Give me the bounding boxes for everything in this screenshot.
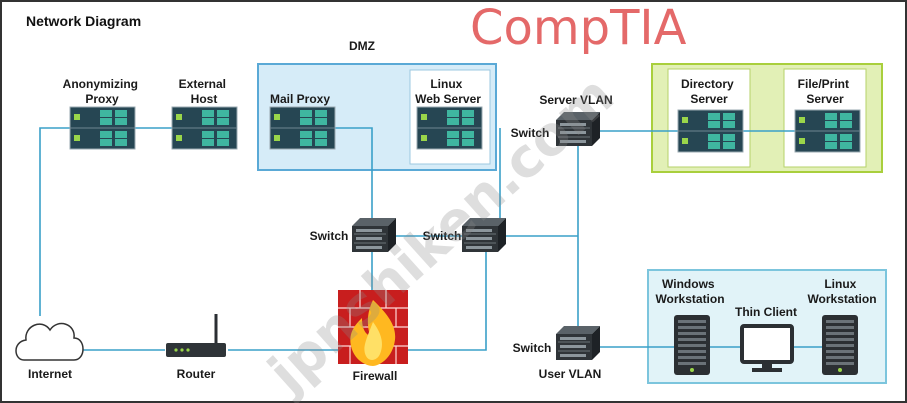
server-vlan-label: Server VLAN bbox=[539, 93, 612, 107]
cloud-icon bbox=[15, 322, 84, 361]
windows-workstation-icon bbox=[674, 315, 710, 375]
monitor-icon bbox=[740, 324, 794, 372]
mail-proxy-label: Mail Proxy bbox=[270, 92, 330, 106]
external-host-label: External Host bbox=[179, 77, 230, 106]
linux-workstation-label: Linux Workstation bbox=[807, 277, 876, 306]
firewall-label: Firewall bbox=[353, 369, 398, 383]
thin-client-label: Thin Client bbox=[735, 305, 797, 319]
directory-server-icon bbox=[677, 109, 744, 153]
firewall-icon bbox=[338, 290, 408, 366]
file-print-server-label: File/Print Server bbox=[798, 77, 853, 106]
windows-workstation-label: Windows Workstation bbox=[655, 277, 724, 306]
router-label: Router bbox=[177, 367, 216, 381]
link-mailproxy-switch bbox=[335, 127, 373, 218]
server-vlan-switch-label: Switch bbox=[511, 126, 550, 140]
diagram-title: Network Diagram bbox=[26, 13, 141, 29]
router-icon bbox=[166, 314, 226, 357]
anonymizing-proxy-label: Anonymizing Proxy bbox=[63, 77, 142, 106]
switch-right-label: Switch bbox=[423, 229, 462, 243]
user-vlan-label: User VLAN bbox=[539, 367, 602, 381]
linux-workstation-icon bbox=[822, 315, 858, 375]
external-host-server-icon bbox=[171, 106, 238, 150]
link-internet-proxy bbox=[39, 127, 70, 316]
user-vlan-switch-icon bbox=[555, 325, 601, 361]
mail-proxy-server-icon bbox=[269, 106, 336, 150]
directory-server-label: Directory Server bbox=[681, 77, 737, 106]
comptia-logo: CompTIA bbox=[470, 0, 687, 56]
linux-web-server-label: Linux Web Server bbox=[415, 77, 481, 106]
anonymizing-proxy-server-icon bbox=[69, 106, 136, 150]
internet-label: Internet bbox=[28, 367, 72, 381]
switch-left-label: Switch bbox=[310, 229, 349, 243]
linux-web-server-icon bbox=[416, 106, 483, 150]
file-print-server-icon bbox=[794, 109, 861, 153]
dmz-label: DMZ bbox=[349, 39, 375, 53]
user-vlan-switch-label: Switch bbox=[513, 341, 552, 355]
